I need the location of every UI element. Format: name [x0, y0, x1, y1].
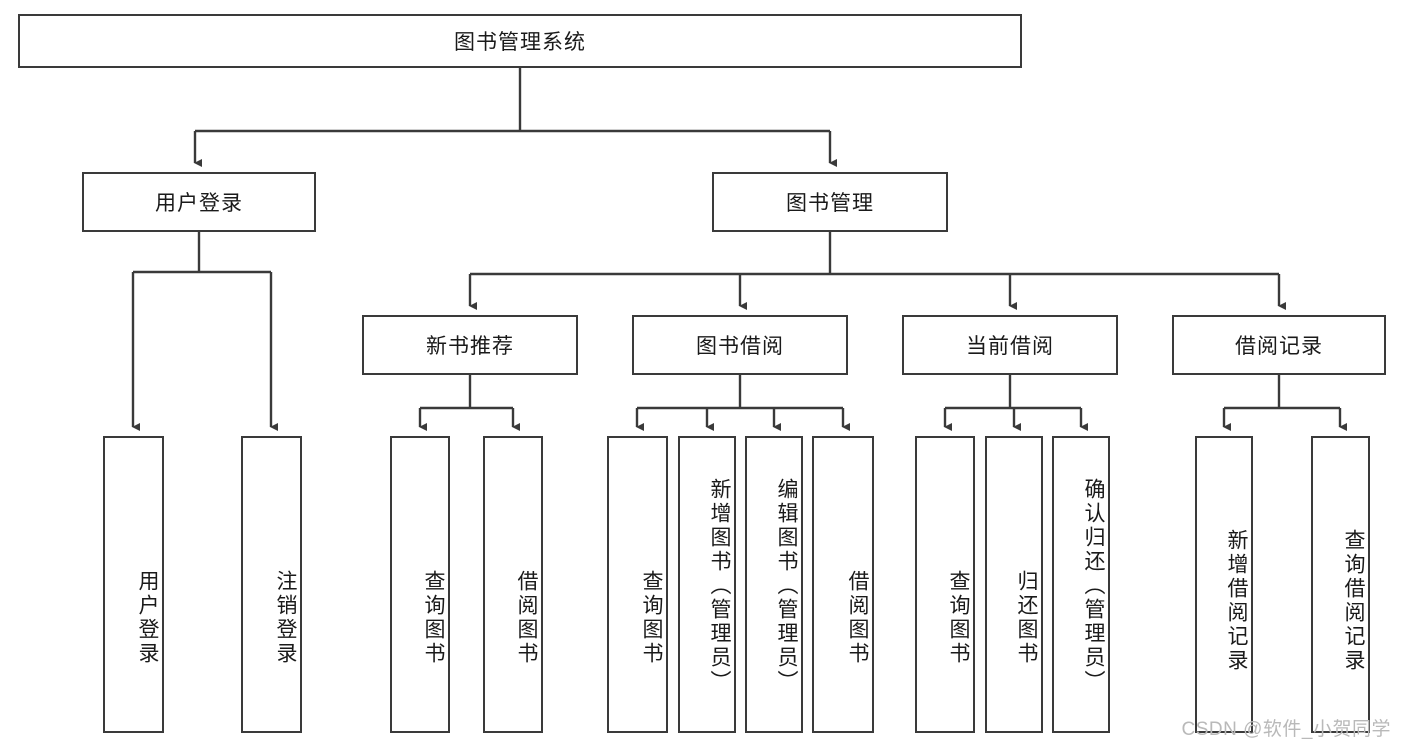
node-leaf-borrow-book-2-label: 借阅图书	[846, 569, 869, 666]
node-leaf-query-book-1[interactable]: 查询图书	[390, 436, 450, 733]
node-root-label: 图书管理系统	[454, 31, 586, 54]
node-leaf-borrow-book-1-label: 借阅图书	[515, 569, 538, 666]
node-new-book-recommend[interactable]: 新书推荐	[362, 315, 578, 375]
node-book-borrow-label: 图书借阅	[696, 335, 784, 358]
node-leaf-user-logout[interactable]: 注销登录	[241, 436, 302, 733]
node-leaf-user-logout-label: 注销登录	[274, 569, 297, 666]
node-leaf-user-login-label: 用户登录	[136, 569, 159, 666]
node-leaf-add-book[interactable]: 新增图书（管理员）	[678, 436, 736, 733]
node-new-book-recommend-label: 新书推荐	[426, 335, 514, 358]
node-borrow-record-label: 借阅记录	[1235, 335, 1323, 358]
node-user-login[interactable]: 用户登录	[82, 172, 316, 232]
node-leaf-add-record-label: 新增借阅记录	[1225, 528, 1248, 673]
node-leaf-return-book[interactable]: 归还图书	[985, 436, 1043, 733]
node-leaf-query-book-2-label: 查询图书	[640, 569, 663, 666]
node-current-borrow-label: 当前借阅	[966, 335, 1054, 358]
node-leaf-edit-book-label: 编辑图书（管理员）	[775, 477, 798, 694]
node-current-borrow[interactable]: 当前借阅	[902, 315, 1118, 375]
node-leaf-return-book-label: 归还图书	[1015, 569, 1038, 666]
node-book-manage[interactable]: 图书管理	[712, 172, 948, 232]
node-leaf-query-book-1-label: 查询图书	[422, 569, 445, 666]
node-leaf-add-record[interactable]: 新增借阅记录	[1195, 436, 1253, 733]
node-leaf-query-book-2[interactable]: 查询图书	[607, 436, 668, 733]
node-leaf-query-record-label: 查询借阅记录	[1342, 528, 1365, 673]
node-leaf-borrow-book-2[interactable]: 借阅图书	[812, 436, 874, 733]
node-leaf-edit-book[interactable]: 编辑图书（管理员）	[745, 436, 803, 733]
node-leaf-confirm-return-label: 确认归还（管理员）	[1082, 477, 1105, 694]
node-user-login-label: 用户登录	[155, 192, 243, 215]
csdn-watermark: CSDN @软件_小贺同学	[1181, 719, 1391, 740]
node-leaf-confirm-return[interactable]: 确认归还（管理员）	[1052, 436, 1110, 733]
node-root[interactable]: 图书管理系统	[18, 14, 1022, 68]
node-leaf-query-book-3-label: 查询图书	[947, 569, 970, 666]
node-borrow-record[interactable]: 借阅记录	[1172, 315, 1386, 375]
node-leaf-query-record[interactable]: 查询借阅记录	[1311, 436, 1370, 733]
node-leaf-borrow-book-1[interactable]: 借阅图书	[483, 436, 543, 733]
node-leaf-query-book-3[interactable]: 查询图书	[915, 436, 975, 733]
node-book-manage-label: 图书管理	[786, 192, 874, 215]
node-leaf-add-book-label: 新增图书（管理员）	[708, 477, 731, 694]
node-book-borrow[interactable]: 图书借阅	[632, 315, 848, 375]
node-leaf-user-login[interactable]: 用户登录	[103, 436, 164, 733]
